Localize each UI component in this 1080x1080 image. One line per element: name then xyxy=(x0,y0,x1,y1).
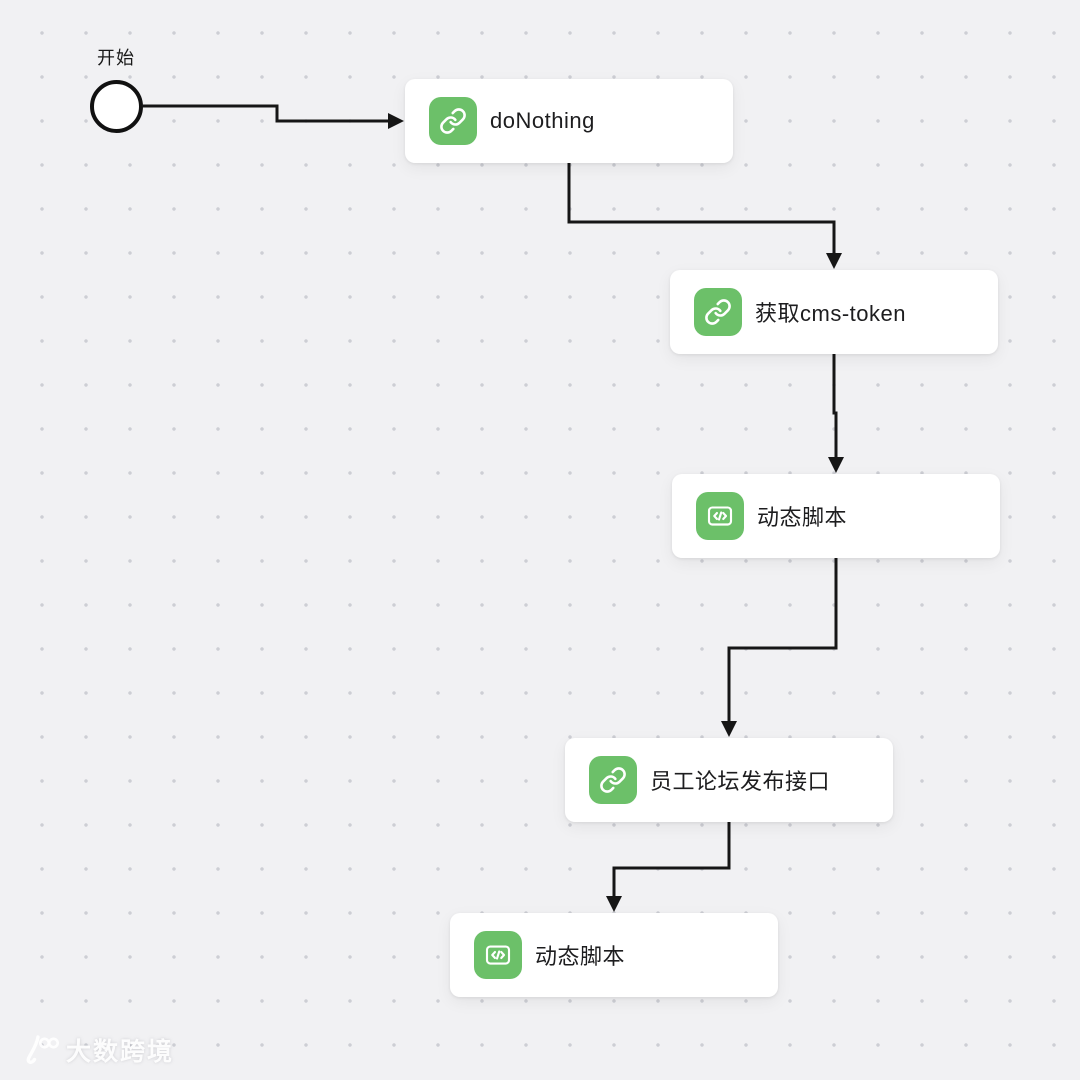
watermark: 大数跨境 xyxy=(22,1032,174,1068)
code-icon xyxy=(474,931,522,979)
start-node-circle[interactable] xyxy=(90,80,143,133)
edge-cmstoken-to-script1[interactable] xyxy=(828,354,844,473)
edge-donothing-to-cmstoken[interactable] xyxy=(567,163,842,269)
link-icon xyxy=(589,756,637,804)
watermark-text: 大数跨境 xyxy=(66,1038,175,1066)
node-label: doNothing xyxy=(490,108,595,133)
flow-node-get-cms-token[interactable]: 获取cms-token xyxy=(670,270,998,354)
flow-node-donothing[interactable]: doNothing xyxy=(405,79,733,163)
link-icon xyxy=(429,97,477,145)
edge-script1-to-forumapi[interactable] xyxy=(721,558,838,737)
arrowhead-icon xyxy=(721,721,737,737)
edge-start-to-donothing[interactable] xyxy=(143,104,404,129)
flow-node-forum-publish-api[interactable]: 员工论坛发布接口 xyxy=(565,738,893,822)
arrowhead-icon xyxy=(828,457,844,473)
node-label: 动态脚本 xyxy=(535,944,626,969)
watermark-logo-icon xyxy=(26,1035,59,1064)
node-label: 动态脚本 xyxy=(757,505,848,530)
flow-node-dynamic-script-1[interactable]: 动态脚本 xyxy=(672,474,1000,558)
flow-node-dynamic-script-2[interactable]: 动态脚本 xyxy=(450,913,778,997)
arrowhead-icon xyxy=(826,253,842,269)
edge-forumapi-to-script2[interactable] xyxy=(606,822,731,912)
arrowhead-icon xyxy=(388,113,404,129)
node-label: 获取cms-token xyxy=(755,301,906,326)
node-label: 员工论坛发布接口 xyxy=(650,769,831,794)
link-icon xyxy=(694,288,742,336)
code-icon xyxy=(696,492,744,540)
start-node-label: 开始 xyxy=(97,48,135,68)
arrowhead-icon xyxy=(606,896,622,912)
